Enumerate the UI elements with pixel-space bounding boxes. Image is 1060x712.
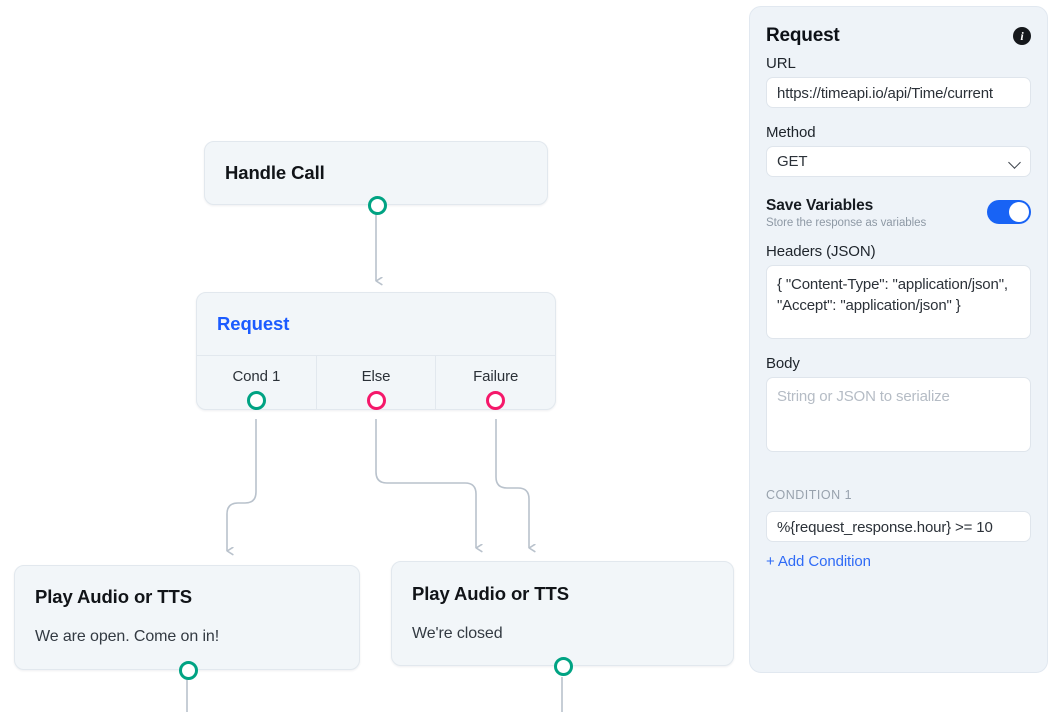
save-variables-label: Save Variables: [766, 197, 874, 214]
port-cell-cond-1[interactable]: Cond 1: [197, 356, 316, 410]
node-subtitle: We are open. Come on in!: [35, 628, 220, 645]
node-title: Play Audio or TTS: [35, 586, 192, 607]
port-tts-open-output[interactable]: [179, 661, 198, 680]
node-handle-call[interactable]: Handle Call: [204, 141, 548, 215]
edge-else-to-tts-closed: [375, 419, 476, 548]
condition-1-input[interactable]: %{request_response.hour} >= 10: [766, 511, 1031, 542]
panel-title: Request: [766, 25, 840, 46]
edge-cond1-to-tts-open: [226, 419, 257, 551]
node-title: Handle Call: [225, 162, 325, 183]
panel-header: Request i: [766, 25, 1031, 55]
port-label: Else: [361, 368, 391, 385]
port-handle-call-output[interactable]: [368, 196, 387, 215]
port-label: Failure: [473, 368, 519, 385]
port-failure[interactable]: [486, 391, 506, 410]
edge-failure-to-tts-closed: [495, 419, 529, 548]
method-label: Method: [766, 124, 816, 141]
node-play-audio-tts-open[interactable]: Play Audio or TTS We are open. Come on i…: [14, 565, 360, 680]
node-subtitle: We're closed: [412, 625, 503, 642]
save-variables-description: Store the response as variables: [766, 217, 927, 229]
save-variables-toggle[interactable]: [987, 200, 1031, 224]
chevron-down-icon: [1008, 156, 1021, 169]
method-value: GET: [777, 153, 808, 170]
port-cond-1[interactable]: [246, 391, 266, 410]
node-title: Request: [217, 313, 290, 334]
flow-canvas[interactable]: Handle Call Request Cond 1 Else Failure: [0, 0, 745, 712]
condition-section-label: CONDITION 1: [766, 488, 853, 502]
node-title: Play Audio or TTS: [412, 583, 569, 604]
node-play-audio-tts-closed[interactable]: Play Audio or TTS We're closed: [391, 561, 734, 676]
headers-input[interactable]: { "Content-Type": "application/json", "A…: [766, 265, 1031, 339]
port-cell-failure[interactable]: Failure: [435, 356, 555, 410]
port-tts-closed-output[interactable]: [554, 657, 573, 676]
url-label: URL: [766, 55, 796, 72]
body-input[interactable]: String or JSON to serialize: [766, 377, 1031, 452]
headers-label: Headers (JSON): [766, 243, 876, 260]
info-icon[interactable]: i: [1013, 27, 1031, 45]
port-label: Cond 1: [232, 368, 281, 385]
method-select[interactable]: GET: [766, 146, 1031, 177]
body-label: Body: [766, 355, 800, 372]
port-cell-else[interactable]: Else: [315, 356, 436, 410]
toggle-knob: [1009, 202, 1029, 222]
save-variables-row: Save Variables Store the response as var…: [766, 197, 1031, 231]
node-request-port-row: Cond 1 Else Failure: [197, 355, 555, 410]
request-properties-panel: Request i URL https://timeapi.io/api/Tim…: [749, 6, 1048, 673]
add-condition-button[interactable]: + Add Condition: [766, 553, 871, 570]
port-else[interactable]: [366, 391, 386, 410]
node-request[interactable]: Request Cond 1 Else Failure: [196, 292, 556, 410]
url-input[interactable]: https://timeapi.io/api/Time/current: [766, 77, 1031, 108]
